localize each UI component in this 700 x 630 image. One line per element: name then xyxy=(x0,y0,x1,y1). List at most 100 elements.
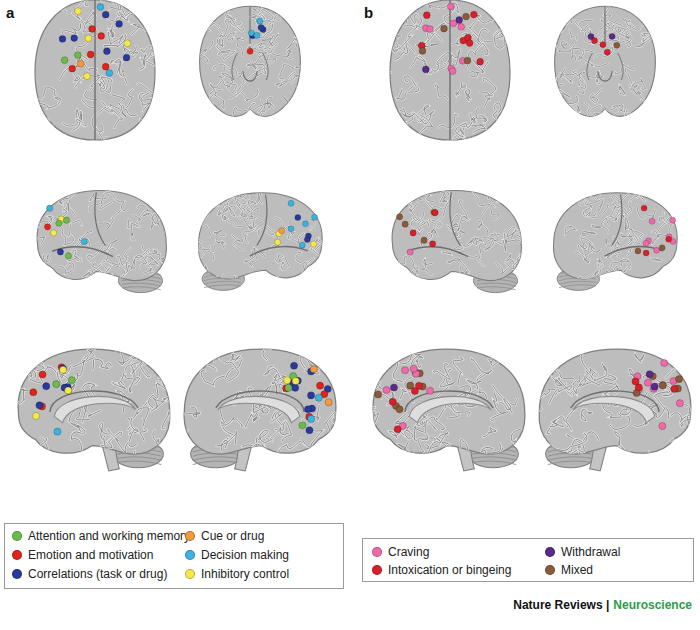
activation-dot xyxy=(464,57,471,64)
sulcus xyxy=(483,428,496,437)
activation-dot xyxy=(654,247,660,253)
sulcus xyxy=(230,454,267,469)
sulcus xyxy=(236,200,246,216)
gyrus-highlight xyxy=(365,351,384,363)
gyrus-highlight xyxy=(213,64,237,76)
sulcus xyxy=(665,259,674,270)
gyrus-highlight xyxy=(499,399,512,413)
sulcus xyxy=(161,185,185,199)
sulcus xyxy=(34,254,49,266)
sulcus xyxy=(107,456,121,468)
gyrus-highlight xyxy=(328,363,351,378)
gyrus-highlight xyxy=(227,15,244,31)
activation-dot xyxy=(84,73,91,80)
activation-dot xyxy=(659,382,666,389)
gyrus-highlight xyxy=(62,24,81,35)
sulcus xyxy=(497,201,515,208)
sulcus xyxy=(221,0,234,11)
sulcus xyxy=(594,107,615,115)
sulcus xyxy=(494,28,506,39)
sulcus xyxy=(131,223,139,240)
sulcus xyxy=(80,111,85,126)
sulcus xyxy=(101,101,122,128)
activation-dot xyxy=(39,371,46,378)
sulcus xyxy=(602,218,609,233)
gyrus-highlight xyxy=(581,354,598,375)
sulcus xyxy=(214,342,226,361)
sulcus xyxy=(195,360,216,370)
gyrus-highlight xyxy=(236,35,243,56)
sulcus xyxy=(400,198,412,208)
gyrus-highlight xyxy=(250,444,262,454)
sulcus xyxy=(280,64,294,79)
sulcus xyxy=(284,97,291,113)
sulcus xyxy=(392,122,407,146)
gyrus-highlight xyxy=(264,447,292,459)
sulcus xyxy=(410,56,426,68)
gyrus-highlight xyxy=(137,249,151,263)
legend-swatch xyxy=(185,550,195,560)
sulcus xyxy=(263,114,280,129)
sulcus xyxy=(107,429,128,453)
activation-dot xyxy=(61,57,68,64)
sulcus xyxy=(159,370,173,381)
gyrus-highlight xyxy=(129,418,138,446)
gyrus-highlight xyxy=(279,77,295,87)
gyrus-highlight xyxy=(21,94,36,108)
sulcus xyxy=(413,217,426,231)
activation-dot xyxy=(466,40,473,47)
gyrus-highlight xyxy=(153,272,167,299)
cortex-outline xyxy=(539,349,691,454)
sulcus xyxy=(135,255,147,267)
activation-dot xyxy=(643,250,649,256)
gyrus-highlight xyxy=(369,451,396,468)
sulcus xyxy=(248,112,262,129)
sulcus xyxy=(444,456,463,484)
sulcus xyxy=(360,365,379,388)
sulcus xyxy=(199,8,218,16)
gyrus-highlight xyxy=(581,409,592,421)
activation-dot xyxy=(394,426,401,433)
gyrus-highlight xyxy=(566,105,579,119)
gyrus-highlight xyxy=(620,233,632,237)
gyrus-highlight xyxy=(653,407,669,419)
sulcus xyxy=(547,417,568,434)
activation-dot xyxy=(285,384,292,391)
gyri xyxy=(9,328,185,493)
cortex-outline xyxy=(373,349,525,454)
gyrus-highlight xyxy=(328,367,348,378)
sulcus xyxy=(322,268,331,278)
sulcus xyxy=(569,29,577,40)
gyrus-highlight xyxy=(433,364,451,380)
sulcus xyxy=(275,217,294,237)
sulcus xyxy=(538,68,562,88)
gyrus-highlight xyxy=(59,366,70,378)
gyrus-highlight xyxy=(637,91,647,110)
gyrus-highlight xyxy=(460,439,469,467)
gyrus-highlight xyxy=(135,255,147,267)
gyrus-highlight xyxy=(293,186,304,198)
gyrus-highlight xyxy=(379,70,391,77)
sulcus xyxy=(153,272,167,299)
brain-view xyxy=(21,0,167,148)
gyrus-highlight xyxy=(400,198,412,208)
gyrus-highlight xyxy=(91,282,103,301)
gyrus-highlight xyxy=(109,0,122,10)
sulcus xyxy=(413,440,424,465)
sulcus xyxy=(590,89,601,103)
gyrus-highlight xyxy=(85,279,114,295)
sulcus xyxy=(634,421,647,426)
sulcus xyxy=(619,86,626,95)
panel-letter: b xyxy=(364,4,373,21)
gyrus-highlight xyxy=(579,80,586,93)
sulcus xyxy=(31,229,45,244)
sulcus xyxy=(275,258,289,270)
sulcus xyxy=(677,448,687,466)
journal-section: Neuroscience xyxy=(613,598,692,612)
gyrus-highlight xyxy=(10,431,19,445)
sulcus xyxy=(515,230,530,247)
gyrus-highlight xyxy=(236,200,246,216)
gyrus-highlight xyxy=(249,103,263,112)
sulcus xyxy=(258,430,272,442)
gyrus-highlight xyxy=(326,432,338,442)
